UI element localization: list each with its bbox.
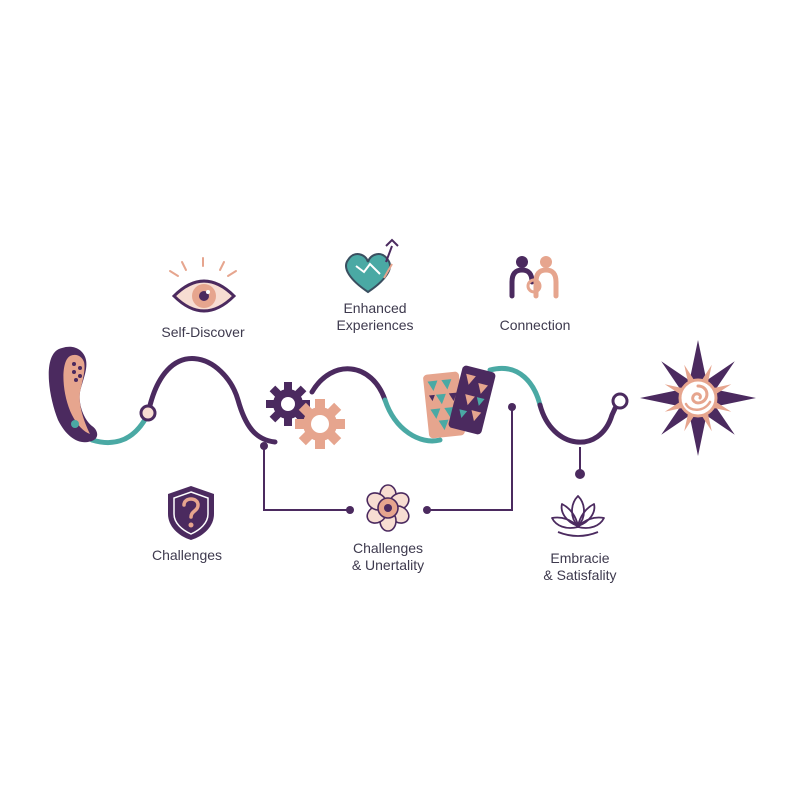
eye-icon [169,257,237,313]
gears-icon [266,382,345,449]
label-connection: Connection [499,317,571,333]
label-line: & Satisfality [543,567,617,583]
compass-star-icon [640,340,756,456]
path-segment-teal-after-cards [487,365,543,408]
connector-dot [260,442,268,450]
journey-path [89,356,621,446]
label-line: Challenges [352,540,424,556]
path-node-start [139,404,157,422]
connector-dot [346,506,354,514]
path-segment-purple-wave-2 [309,366,388,403]
label-challenges-uncertainty: Challenges & Unertality [328,540,448,574]
label-line: Enhanced [343,300,407,316]
connector-dot [508,403,516,411]
path-segment-teal-mid [382,397,443,444]
connector-dot [423,506,431,514]
connector-left [263,446,350,511]
lotus-icon [551,495,605,537]
path-segment-purple-wave-1 [145,356,278,445]
label-line: Embracie [550,550,610,566]
label-line: & Unertality [351,557,425,573]
connector-right [427,407,513,511]
question-shield-icon [168,486,214,540]
path-node-end [611,392,629,410]
two-people-icon [509,256,559,299]
path-segment-purple-end [537,399,621,445]
phone-handset-icon [48,346,98,443]
patterned-cards-icon [423,365,496,439]
connector-dot [575,469,585,479]
label-line: Experiences [336,317,414,333]
path-segment-teal-start [89,411,151,446]
flower-icon [366,484,410,532]
label-self-discover: Self-Discover [161,324,245,340]
heart-with-arrow-icon [345,238,399,294]
label-enhanced-experiences: Enhanced Experiences [320,300,430,334]
label-challenges: Challenges [151,547,223,563]
connector-dots [260,403,585,514]
branch-connectors [263,407,581,511]
label-embrace-satisfality: Embracie & Satisfality [520,550,640,584]
